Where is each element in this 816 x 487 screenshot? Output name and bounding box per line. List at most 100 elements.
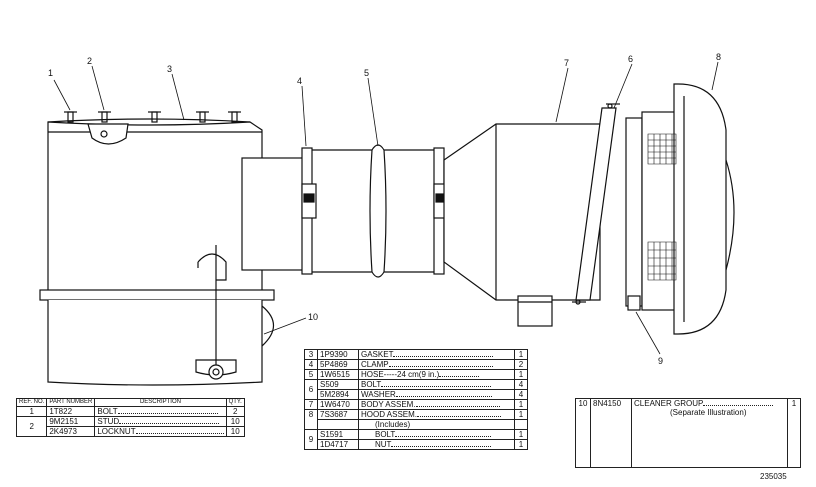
mounting-studs bbox=[64, 111, 241, 123]
leader-dots bbox=[391, 441, 492, 447]
hose-clamp-left bbox=[301, 147, 317, 275]
qty-cell: 1 bbox=[514, 349, 528, 360]
leader-dots bbox=[703, 400, 774, 406]
leader-dots bbox=[135, 428, 224, 434]
part-cell: 1T822 bbox=[46, 406, 96, 417]
part-cell: S1591 bbox=[317, 429, 359, 440]
leader-dots bbox=[119, 418, 220, 424]
leader-dots bbox=[117, 408, 218, 414]
header-qty: QTY. bbox=[225, 398, 245, 407]
desc-cell: (Includes) bbox=[358, 419, 515, 430]
leader-dots bbox=[381, 381, 492, 387]
desc-cell: HOOD ASSEM. bbox=[358, 409, 515, 420]
body-assembly bbox=[443, 123, 601, 327]
desc-cell: BODY ASSEM. bbox=[358, 399, 515, 410]
desc-text: CLAMP bbox=[361, 360, 389, 369]
part-cell: 1W6515 bbox=[317, 369, 359, 380]
callout-7: 7 bbox=[564, 58, 569, 68]
table-row: 2 9M2151 STUD 10 bbox=[15, 416, 245, 437]
callout-6: 6 bbox=[628, 54, 633, 64]
parts-table-left: REF. NO. PART NUMBER DESCRIPTION QTY. 1 … bbox=[15, 398, 245, 437]
ref-cell: 1 bbox=[15, 406, 48, 417]
part-cell: 5P4869 bbox=[317, 359, 359, 370]
part-cell: 2K4973 bbox=[46, 426, 96, 437]
callout-9: 9 bbox=[658, 356, 663, 366]
desc-cell: BOLT bbox=[358, 379, 515, 390]
table-row: 1 1T822 BOLT 2 bbox=[15, 406, 245, 417]
parts-table-right: 10 8N4150 CLEANER GROUP (Separate Illust… bbox=[575, 398, 801, 468]
desc-text: HOSE-----24 cm(9 in.) bbox=[361, 370, 440, 379]
desc-text: GASKET bbox=[361, 350, 394, 359]
qty-cell: 10 bbox=[225, 416, 245, 427]
table-row: 3 1P9390 GASKET 1 bbox=[304, 349, 528, 360]
callout-4: 4 bbox=[297, 76, 302, 86]
part-cell: 5M2894 bbox=[317, 389, 359, 400]
qty-cell: 1 bbox=[514, 429, 528, 440]
ref-cell: 6 bbox=[304, 379, 318, 400]
part-cell: 1P9390 bbox=[317, 349, 359, 360]
desc-cell: BOLT bbox=[94, 406, 227, 417]
desc-cell: CLEANER GROUP (Separate Illustration) bbox=[631, 398, 788, 468]
screen-mesh bbox=[647, 133, 677, 281]
desc-cell: CLAMP bbox=[358, 359, 515, 370]
part-cell: 8N4150 bbox=[590, 398, 632, 468]
air-cleaner-housing bbox=[39, 118, 275, 386]
ref-cell: 3 bbox=[304, 349, 318, 360]
leader-dots bbox=[395, 391, 492, 397]
qty-cell: 2 bbox=[514, 359, 528, 370]
hood-assembly bbox=[625, 83, 735, 335]
outlet-tube bbox=[241, 157, 307, 271]
callout-8: 8 bbox=[716, 52, 721, 62]
callout-10: 10 bbox=[308, 312, 318, 322]
table-row: 8 7S3687 HOOD ASSEM. 1 bbox=[304, 409, 528, 430]
ref-cell: 2 bbox=[15, 416, 48, 437]
part-cell: 9M2151 bbox=[46, 416, 96, 427]
ref-cell: 7 bbox=[304, 399, 318, 410]
part-cell bbox=[317, 419, 359, 430]
qty-cell: 10 bbox=[225, 426, 245, 437]
qty-cell: 1 bbox=[514, 369, 528, 380]
desc-text: STUD bbox=[97, 417, 120, 426]
qty-cell bbox=[514, 419, 528, 430]
qty-cell: 1 bbox=[514, 409, 528, 420]
leader-dots bbox=[388, 361, 493, 367]
table-row: 7 1W6470 BODY ASSEM. 1 bbox=[304, 399, 528, 410]
callout-3: 3 bbox=[167, 64, 172, 74]
qty-cell: 1 bbox=[787, 398, 801, 468]
ref-cell: 10 bbox=[575, 398, 591, 468]
callout-labels: 1 2 3 4 5 7 6 8 9 10 bbox=[48, 52, 721, 366]
table-row: 1D4717 NUT 1 bbox=[305, 439, 528, 450]
desc-text: HOOD ASSEM. bbox=[361, 410, 418, 419]
desc-cell: GASKET bbox=[358, 349, 515, 360]
ref-cell: 8 bbox=[304, 409, 318, 430]
desc-cell: LOCKNUT bbox=[94, 426, 227, 437]
desc-text: CLEANER GROUP bbox=[634, 399, 704, 408]
header-description: DESCRIPTION bbox=[94, 398, 227, 407]
part-cell: 1W6470 bbox=[317, 399, 359, 410]
parts-table-middle: 3 1P9390 GASKET 1 4 5P4869 CLAMP 2 5 1W6… bbox=[304, 349, 528, 450]
service-indicator-rod bbox=[195, 245, 237, 380]
desc-text: BOLT bbox=[361, 380, 382, 389]
desc-text: NUT bbox=[375, 440, 392, 449]
desc-cell: STUD bbox=[94, 416, 227, 427]
leader-dots bbox=[395, 431, 492, 437]
leader-dots bbox=[417, 411, 502, 417]
table-row: 5 1W6515 HOSE-----24 cm(9 in.) 1 bbox=[304, 369, 528, 380]
header-ref-no: REF. NO. bbox=[15, 398, 48, 407]
callout-5: 5 bbox=[364, 68, 369, 78]
table-row: 4 5P4869 CLAMP 2 bbox=[304, 359, 528, 370]
ref-cell: 5 bbox=[304, 369, 318, 380]
callout-1: 1 bbox=[48, 68, 53, 78]
desc-text: BODY ASSEM. bbox=[361, 400, 416, 409]
desc-text: LOCKNUT bbox=[97, 427, 136, 436]
leader-dots bbox=[439, 371, 480, 377]
desc-text: WASHER bbox=[361, 390, 396, 399]
header-part-number: PART NUMBER bbox=[46, 398, 96, 407]
part-cell: S509 bbox=[317, 379, 359, 390]
table-row: 10 8N4150 CLEANER GROUP (Separate Illust… bbox=[575, 398, 801, 468]
qty-cell: 4 bbox=[514, 379, 528, 390]
callout-2: 2 bbox=[87, 56, 92, 66]
qty-cell: 1 bbox=[514, 399, 528, 410]
qty-cell: 2 bbox=[225, 406, 245, 417]
